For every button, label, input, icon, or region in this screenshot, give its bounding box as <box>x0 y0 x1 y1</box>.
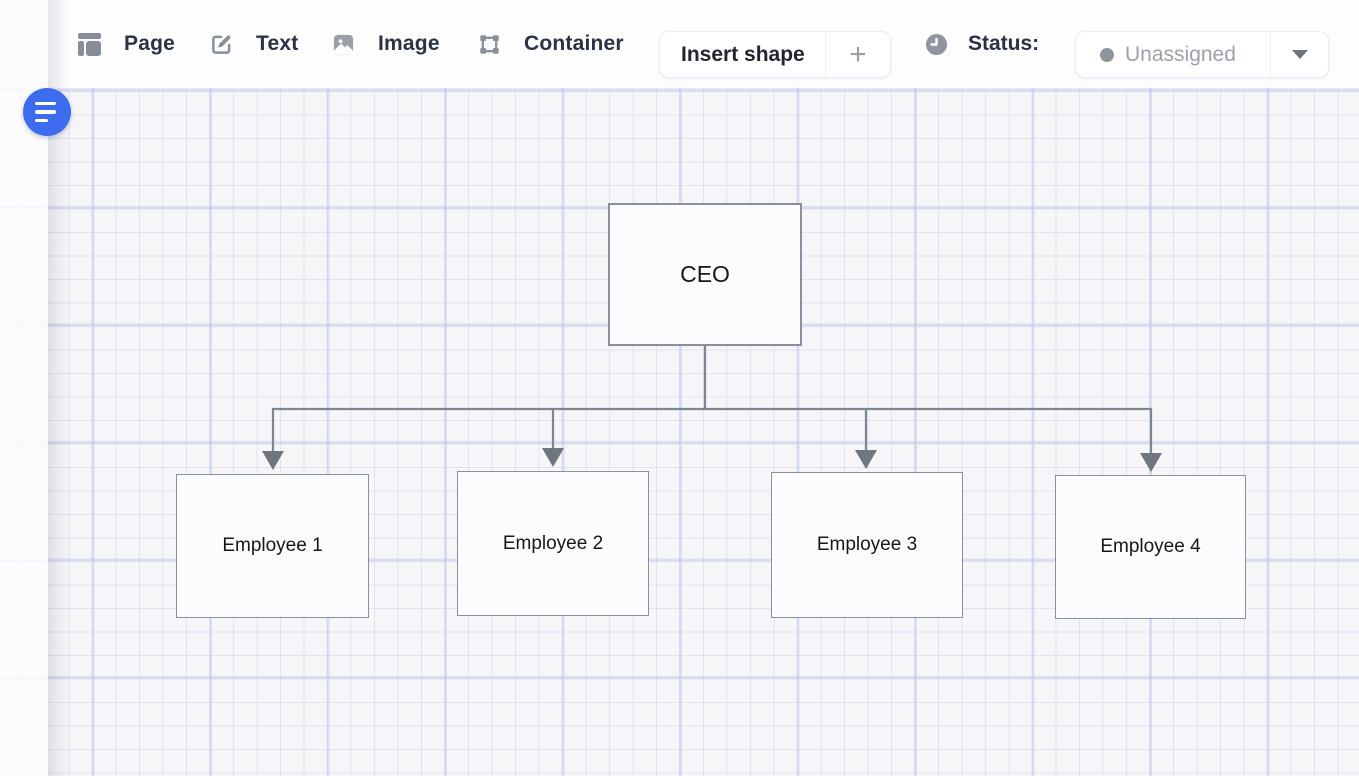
org-node-employee-4[interactable]: Employee 4 <box>1055 475 1246 619</box>
org-node-employee-2[interactable]: Employee 2 <box>457 471 649 616</box>
button-divider <box>1270 32 1271 77</box>
status-label: Status: <box>968 32 1040 55</box>
arrowhead-employee-2 <box>542 448 564 467</box>
toolbar-item-label: Page <box>124 32 175 55</box>
toolbar: Page Text Image Container Inser <box>48 0 1359 88</box>
org-node-employee-3[interactable]: Employee 3 <box>771 472 963 618</box>
button-divider <box>825 32 826 77</box>
chevron-down-icon <box>1291 50 1308 59</box>
status-group: Status: <box>925 0 1039 88</box>
toolbar-item-label: Container <box>524 32 624 55</box>
menu-button[interactable] <box>23 88 71 136</box>
toolbar-item-label: Image <box>378 32 440 55</box>
menu-lines-icon <box>35 101 56 106</box>
insert-shape-label[interactable]: Insert shape <box>681 42 805 66</box>
toolbar-item-label: Text <box>256 32 299 55</box>
clock-icon <box>925 33 948 55</box>
org-node-label: Employee 3 <box>816 534 918 555</box>
status-dot-icon <box>1100 47 1114 62</box>
toolbar-item-image[interactable]: Image <box>332 0 440 88</box>
org-node-label: Employee 2 <box>502 532 604 554</box>
plus-icon[interactable]: + <box>849 37 867 71</box>
toolbar-item-container[interactable]: Container <box>478 0 624 88</box>
org-node-label: Employee 4 <box>1100 536 1201 557</box>
toolbar-item-text[interactable]: Text <box>210 0 298 88</box>
org-node-label: Employee 1 <box>222 535 323 556</box>
text-edit-icon <box>212 34 231 54</box>
toolbar-item-page[interactable]: Page <box>78 0 175 88</box>
status-value: Unassigned <box>1125 42 1236 66</box>
org-node-employee-1[interactable]: Employee 1 <box>176 474 369 618</box>
container-frame-icon <box>480 34 499 54</box>
page-icon <box>78 32 101 56</box>
arrowhead-employee-4 <box>1140 453 1162 472</box>
org-node-label: CEO <box>680 261 730 287</box>
insert-shape-button: Insert shape + <box>659 31 891 78</box>
status-dropdown[interactable]: Unassigned <box>1075 31 1329 78</box>
chevron-zone[interactable] <box>1271 32 1328 77</box>
org-node-ceo[interactable]: CEO <box>608 203 802 346</box>
arrowhead-employee-3 <box>855 450 877 469</box>
arrowhead-employee-1 <box>262 451 284 470</box>
image-icon <box>333 34 354 54</box>
